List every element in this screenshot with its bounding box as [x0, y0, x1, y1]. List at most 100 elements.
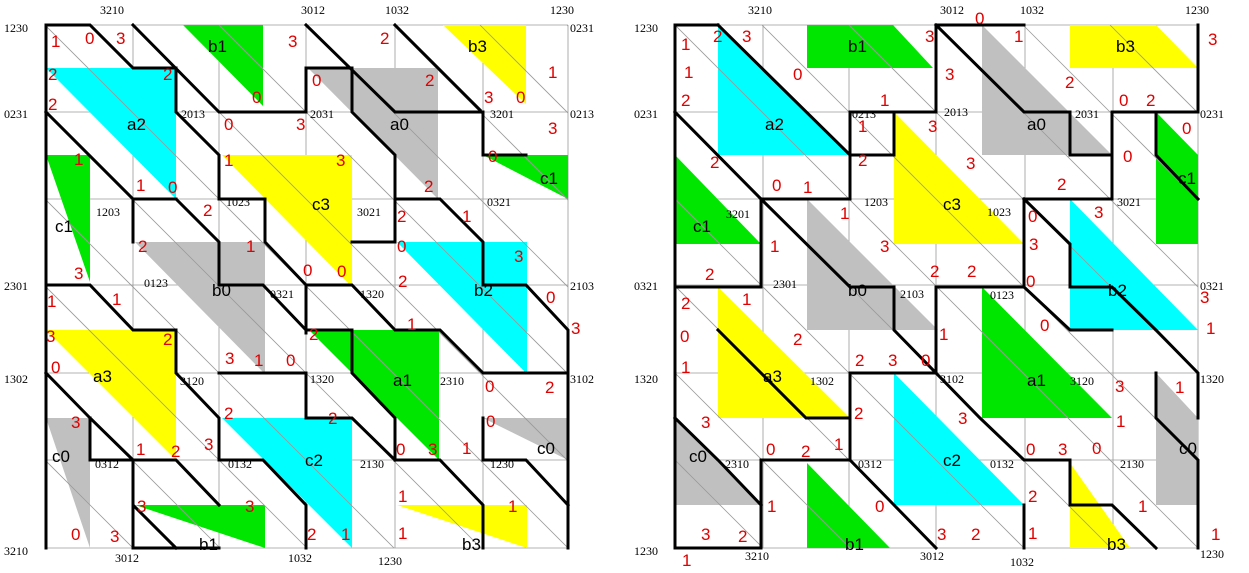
- cyan-triangle-tile: [1070, 199, 1198, 330]
- edge-numeral: 2: [713, 27, 722, 46]
- edge-numeral: 1: [1028, 524, 1037, 543]
- edge-path: [1021, 196, 1200, 420]
- edge-numeral: 3: [336, 151, 345, 170]
- edge-numeral: 1: [508, 497, 517, 516]
- corner-label: 3102: [570, 372, 594, 386]
- edge-numeral: 2: [971, 525, 980, 544]
- tile-label: b0: [212, 281, 231, 300]
- tile-label: c1: [540, 169, 558, 188]
- edge-path: [131, 503, 221, 550]
- edge-numeral: 0: [168, 178, 177, 197]
- corner-label: 2310: [440, 374, 464, 388]
- tile-label: a1: [393, 371, 412, 390]
- edge-numeral: 1: [1138, 497, 1147, 516]
- edge-numeral: 3: [958, 409, 967, 428]
- tile-label: c0: [689, 447, 707, 466]
- tile-label: c0: [537, 439, 555, 458]
- edge-numeral: 2: [1028, 487, 1037, 506]
- edge-numeral: 1: [246, 237, 255, 256]
- gray-triangle-tile: [982, 25, 1112, 155]
- edge-numeral: 2: [681, 91, 690, 110]
- tile-label: b3: [1116, 37, 1135, 56]
- edge-numeral: 2: [224, 404, 233, 423]
- corner-label: 2103: [570, 279, 594, 293]
- edge-numeral: 1: [398, 487, 407, 506]
- edge-numeral: 3: [701, 413, 710, 432]
- corner-label: 1230: [4, 21, 28, 35]
- edge-path: [672, 415, 764, 508]
- edge-numeral: 2: [307, 525, 316, 544]
- edge-numeral: 3: [1029, 235, 1038, 254]
- corner-label: 3210: [4, 544, 28, 558]
- corner-label: 0321: [487, 195, 511, 209]
- corner-label: 3021: [357, 205, 381, 219]
- edge-numeral: 3: [137, 497, 146, 516]
- tile-label: b3: [468, 37, 487, 56]
- tile-label: c1: [1178, 169, 1196, 188]
- edge-numeral: 1: [136, 176, 145, 195]
- edge-path: [44, 283, 308, 550]
- edge-path: [88, 416, 179, 551]
- corner-label: 2031: [310, 107, 334, 121]
- tile-label: c3: [312, 195, 330, 214]
- edge-numeral: 1: [1206, 319, 1215, 338]
- edge-numeral: 3: [742, 27, 751, 46]
- corner-label: 0123: [990, 288, 1014, 302]
- edge-numeral: 1: [398, 524, 407, 543]
- edge-numeral: 3: [484, 88, 493, 107]
- corner-label: 1032: [1020, 3, 1044, 17]
- edge-numeral: 1: [880, 91, 889, 110]
- tile-label: a0: [1027, 115, 1046, 134]
- green-triangle-tile: [483, 155, 568, 199]
- edge-numeral: 3: [937, 525, 946, 544]
- corner-label: 3201: [490, 107, 514, 121]
- corner-label: 2013: [944, 105, 968, 119]
- edge-path: [1021, 284, 1114, 332]
- corner-label: 1032: [1010, 555, 1034, 569]
- edge-numeral: 0: [1123, 147, 1132, 166]
- gray-triangle-tile: [483, 418, 568, 460]
- gray-triangle-tile: [135, 242, 265, 374]
- edge-numeral: 0: [1092, 439, 1101, 458]
- corner-label: 3201: [726, 207, 750, 221]
- edge-numeral: 3: [296, 115, 305, 134]
- corner-label: 2130: [1120, 457, 1144, 471]
- edge-numeral: 3: [701, 525, 710, 544]
- edge-numeral: 1: [112, 290, 121, 309]
- corner-label: 0231: [570, 21, 594, 35]
- tile-label: c0: [52, 447, 70, 466]
- tile-label: b2: [474, 281, 493, 300]
- edge-numeral: 0: [1119, 91, 1128, 110]
- edge-numeral: 2: [545, 378, 554, 397]
- corner-label: 1230: [634, 544, 658, 558]
- corner-label: 0231: [4, 107, 28, 121]
- green-triangle-tile: [675, 155, 761, 244]
- edge-numeral: 2: [424, 177, 433, 196]
- corner-label: 1203: [864, 195, 888, 209]
- corner-label: 0213: [852, 107, 876, 121]
- edge-numeral: 2: [48, 95, 57, 114]
- edge-numeral: 1: [1211, 525, 1220, 544]
- corner-label: 3120: [180, 374, 204, 388]
- edge-numeral: 1: [136, 440, 145, 459]
- cyan-triangle-tile: [397, 242, 527, 374]
- tile-label: b1: [208, 37, 227, 56]
- edge-numeral: 3: [945, 65, 954, 84]
- edge-numeral: 3: [225, 349, 234, 368]
- tile-label: a2: [127, 115, 146, 134]
- edge-numeral: 3: [1200, 288, 1209, 307]
- corner-label: 1230: [1200, 547, 1224, 561]
- tile-label: a3: [763, 367, 782, 386]
- edge-numeral: 2: [793, 330, 802, 349]
- edge-numeral: 2: [1146, 91, 1155, 110]
- edge-numeral: 0: [766, 440, 775, 459]
- edge-numeral: 0: [875, 497, 884, 516]
- edge-numeral: 2: [1057, 175, 1066, 194]
- edge-path: [847, 457, 939, 551]
- edge-numeral: 0: [286, 351, 295, 370]
- corner-label: 3210: [748, 3, 772, 17]
- edge-numeral: 2: [681, 294, 690, 313]
- tile-label: a3: [93, 367, 112, 386]
